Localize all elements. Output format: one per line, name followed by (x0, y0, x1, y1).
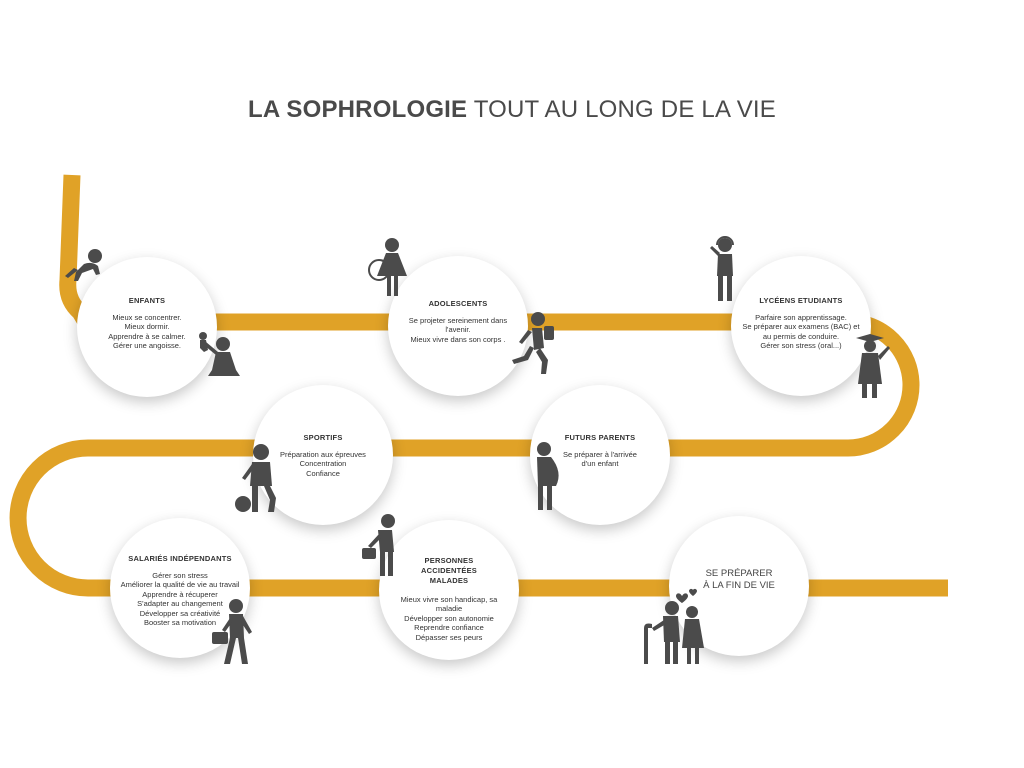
graduate-icon (856, 334, 890, 398)
stage-adolescents: ADOLESCENTS Se projeter sereinement dans… (388, 256, 528, 396)
stage-line: Améliorer la qualité de vie au travail (120, 580, 240, 590)
stage-futurs-parents: FUTURS PARENTS Se préparer à l'arrivée d… (530, 385, 670, 525)
stage-name: LYCÉENS ETUDIANTS (759, 296, 843, 305)
stage-name: SPORTIFS (303, 433, 343, 442)
stage-sportifs: SPORTIFS Préparation aux épreuves Concen… (253, 385, 393, 525)
stage-line: SE PRÉPARER (705, 568, 773, 579)
stage-line: Mieux vivre son handicap, sa (400, 595, 498, 604)
running-student-icon (512, 312, 554, 374)
tired-person-with-briefcase-icon (362, 514, 395, 576)
elderly-couple-icon (644, 588, 704, 664)
stage-line: Reprendre confiance (414, 623, 484, 633)
stage-text: Gérer son stress Améliorer la qualité de… (110, 571, 250, 627)
stage-line: À LA FIN DE VIE (703, 580, 775, 591)
stage-name: ENFANTS (128, 296, 166, 305)
student-with-headphones-icon (710, 236, 734, 301)
stage-line: Se préparer à l'arrivée (563, 450, 637, 459)
stage-text: Mieux vivre son handicap, sa maladie Dév… (379, 595, 519, 642)
stage-enfants: ENFANTS Mieux se concentrer. Mieux dormi… (77, 257, 217, 397)
girl-with-hoop-icon (368, 238, 407, 296)
stage-personnes-accidentees: PERSONNES ACCIDENTÉES MALADES Mieux vivr… (379, 520, 519, 660)
stage-line: d'un enfant (581, 459, 619, 469)
stage-line: Apprendre à récuperer (142, 589, 218, 599)
stage-line: Préparation aux épreuves (280, 450, 366, 459)
stage-line: Développer son autonomie (404, 613, 494, 623)
stage-name: SALARIÉS INDÉPENDANTS (128, 554, 232, 563)
stage-name: FUTURS PARENTS (564, 433, 636, 442)
stage-name: ADOLESCENTS (428, 299, 488, 308)
child-with-doll-icon (199, 332, 240, 376)
stage-line: Dépasser ses peurs (415, 632, 483, 642)
stage-line: Mieux vivre dans son corps . (410, 334, 506, 344)
title-rest: TOUT AU LONG DE LA VIE (467, 96, 776, 123)
stage-line: Gérer son stress (152, 571, 208, 580)
crawling-baby-icon (65, 249, 102, 281)
stage-line: Se préparer aux examens (BAC) et (742, 322, 860, 332)
stage-line: Concentration (299, 459, 347, 469)
stage-line: Gérer une angoisse. (113, 341, 181, 351)
stage-line: maladie (435, 604, 463, 614)
stage-line: Développer sa créativité (139, 608, 221, 618)
stage-line: Apprendre à se calmer. (108, 331, 186, 341)
stage-line: Confiance (306, 468, 340, 478)
stage-salaries-independants: SALARIÉS INDÉPENDANTS Gérer son stress A… (110, 518, 250, 658)
stage-text: Parfaire son apprentissage. Se préparer … (731, 313, 871, 351)
page-title: LA SOPHROLOGIE TOUT AU LONG DE LA VIE (0, 96, 1024, 124)
stage-text: Mieux se concentrer. Mieux dormir. Appre… (77, 313, 217, 351)
athlete-with-ball-icon (235, 444, 276, 512)
stage-text: Se projeter sereinement dans l'avenir. M… (388, 316, 528, 344)
stage-text: Se préparer à l'arrivée d'un enfant (530, 450, 670, 469)
businessman-walking-icon (212, 599, 252, 664)
stage-line: Mieux se concentrer. (112, 313, 182, 322)
pregnant-woman-icon (537, 442, 559, 510)
stage-line: l'avenir. (445, 325, 471, 335)
stage-line: au permis de conduire. (762, 331, 840, 341)
stage-line: S'adapter au changement (137, 599, 223, 609)
stage-text: Préparation aux épreuves Concentration C… (253, 450, 393, 478)
stage-line: Se projeter sereinement dans (408, 316, 508, 325)
stage-line: Mieux dormir. (124, 322, 170, 332)
stage-line: Booster sa motivation (143, 618, 217, 628)
stage-name: PERSONNES ACCIDENTÉES MALADES (421, 556, 477, 585)
stage-line: Gérer son stress (oral...) (760, 341, 842, 351)
stage-line: Parfaire son apprentissage. (755, 313, 847, 322)
stage-lyceens-etudiants: LYCÉENS ETUDIANTS Parfaire son apprentis… (731, 256, 871, 396)
title-bold: LA SOPHROLOGIE (248, 96, 468, 123)
